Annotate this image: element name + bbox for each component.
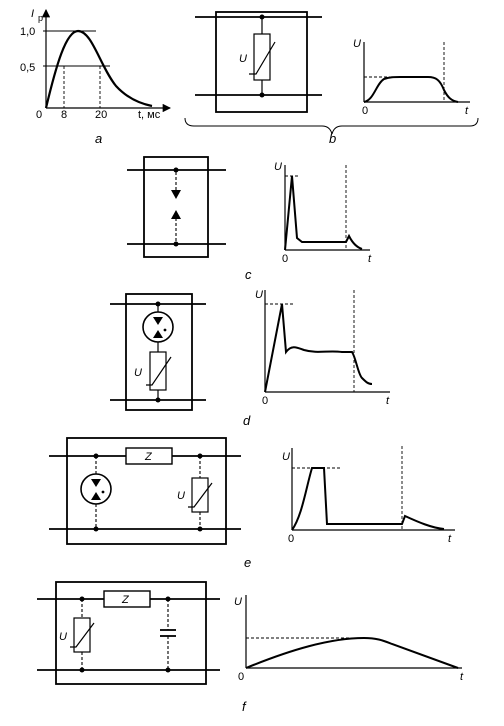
panel-d-chart-origin: 0 <box>262 395 268 407</box>
panel-f: Z U U 0 t f <box>37 581 464 714</box>
panel-e-varistor-slash <box>188 482 213 508</box>
panel-d-caption: d <box>243 413 251 428</box>
panel-d-varistor-slash <box>146 356 172 386</box>
panel-e-node-var-bottom <box>197 526 203 532</box>
panel-b-varistor <box>253 33 271 81</box>
panel-f-node-var-top <box>79 596 85 602</box>
panel-a-x-label: t, мс <box>138 109 161 121</box>
panel-f-node-var-bottom <box>79 667 85 673</box>
panel-b-caption: b <box>329 131 336 146</box>
panel-f-chart-x-label: t <box>460 671 464 683</box>
panel-f-caption: f <box>242 699 247 714</box>
panel-f-element-label: U <box>59 631 67 643</box>
panel-b-chart-x-label: t <box>465 105 469 117</box>
panel-e-node-gas-top <box>93 453 99 459</box>
panel-c-gap-electrode-bottom <box>171 210 181 219</box>
panel-c-node-bottom <box>173 241 179 247</box>
panel-b-varistor-slash <box>249 41 276 75</box>
panel-a-x-tick-8: 8 <box>61 109 67 121</box>
panel-b-brace <box>184 117 479 135</box>
panel-b-chart-y-label: U <box>353 38 361 50</box>
panel-c-chart-curve <box>284 175 363 251</box>
panel-d-gas-dot <box>163 328 167 332</box>
panel-d-chart-y-label: U <box>255 289 263 301</box>
panel-d-node-top <box>155 301 161 307</box>
panel-f-impedance-label: Z <box>121 594 130 606</box>
panel-d-gas-electrode-top <box>153 317 163 325</box>
panel-b-chart-curve <box>363 76 459 103</box>
panel-d-element-label: U <box>134 367 142 379</box>
panel-a-y-label: I <box>31 8 34 20</box>
panel-e-element-label: U <box>177 490 185 502</box>
panel-c-caption: c <box>245 267 252 282</box>
panel-e-node-gas-bottom <box>93 526 99 532</box>
panel-e-gas-electrode-bottom <box>91 492 101 500</box>
panel-f-chart-y-label: U <box>234 596 242 608</box>
panel-e-chart-origin: 0 <box>288 533 294 545</box>
panel-e-node-var-top <box>197 453 203 459</box>
panel-a: I p 1,0 0,5 0 8 20 t, мс a <box>20 8 172 146</box>
panel-b: U U 0 t b <box>184 11 479 146</box>
panel-c-gap-electrode-top <box>171 190 181 199</box>
panel-c: U 0 t c <box>127 156 372 282</box>
panel-d-chart-x-label: t <box>386 395 390 407</box>
panel-c-chart-origin: 0 <box>282 253 288 265</box>
panel-b-chart-origin: 0 <box>362 105 368 117</box>
panel-f-varistor-slash <box>70 622 95 648</box>
panel-b-node-top <box>259 14 265 20</box>
panel-a-caption: a <box>95 131 102 146</box>
panel-a-y-tick-1: 1,0 <box>20 26 35 38</box>
panel-e-chart-x-label: t <box>448 533 452 545</box>
panel-c-chart-y-label: U <box>274 161 282 173</box>
panel-b-box <box>215 11 308 113</box>
panel-c-box <box>143 156 209 258</box>
panel-e-gas-electrode-top <box>91 479 101 487</box>
panel-f-box <box>55 581 207 685</box>
panel-e-gas-dot <box>101 490 105 494</box>
panel-a-x-tick-0: 0 <box>36 109 42 121</box>
panel-b-element-label: U <box>239 53 247 65</box>
panel-e-caption: e <box>244 555 251 570</box>
panel-b-node-bottom <box>259 92 265 98</box>
panel-c-chart-x-label: t <box>368 253 372 265</box>
panel-d: U U 0 t d <box>110 289 390 428</box>
panel-f-node-cap-top <box>165 596 171 602</box>
panel-f-chart-origin: 0 <box>238 671 244 683</box>
panel-e-chart-y-label: U <box>282 451 290 463</box>
panel-e-impedance-label: Z <box>144 451 153 463</box>
panel-a-y-label-sub: p <box>38 13 43 23</box>
panel-d-gas-electrode-bottom <box>153 330 163 338</box>
panel-e-chart-curve <box>291 467 445 531</box>
panel-f-node-cap-bottom <box>165 667 171 673</box>
panel-d-chart-curve <box>264 303 373 393</box>
panel-a-x-tick-20: 20 <box>95 109 107 121</box>
panel-e: Z U U 0 t e <box>49 437 455 570</box>
panel-f-chart-curve <box>245 636 459 669</box>
panel-a-pulse-curve <box>44 29 153 109</box>
panel-c-node-top <box>173 167 179 173</box>
panel-a-y-tick-2: 0,5 <box>20 62 35 74</box>
panel-d-box <box>125 293 193 411</box>
panel-d-node-bottom <box>155 397 161 403</box>
panel-e-box <box>66 437 227 545</box>
